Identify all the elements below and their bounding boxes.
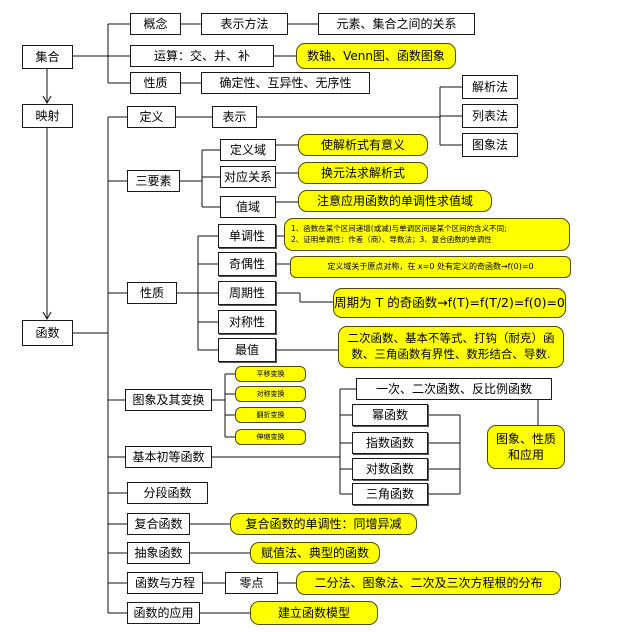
node-tuxiang-bianhuan: 图象及其变换	[125, 389, 212, 411]
node-fangcheng: 函数与方程	[127, 572, 203, 594]
node-xingzhi-fn: 性质	[127, 282, 177, 304]
note-tuxiang-xingzhi: 图象、性质 和应用	[487, 425, 565, 469]
node-duiying: 对应关系	[220, 166, 276, 188]
note-yunsuan-tool: 数轴、Venn图、函数图象	[296, 43, 456, 69]
note-dingyiyu: 使解析式有意义	[298, 134, 428, 156]
node-zhiyu: 值域	[220, 196, 276, 218]
node-yingshe: 映射	[22, 104, 73, 128]
note-zuizhi-line-2: 数、三角函数有界性、数形结合、导数.	[351, 347, 551, 361]
note-pingyi: 平移变换	[235, 366, 306, 382]
node-jiben-chudeng: 基本初等函数	[125, 446, 212, 468]
note-fanzhe: 翻折变换	[235, 407, 306, 423]
node-lingdian: 零点	[225, 572, 278, 594]
node-yingyong: 函数的应用	[127, 602, 200, 624]
note-duichen-bh: 对称变换	[235, 386, 306, 402]
node-fuhe: 复合函数	[127, 513, 190, 535]
note-dandiao: 1、函数在某个区间递增(或减)与单调区间是某个区间的含义不同; 2、证明单调性：…	[284, 218, 570, 251]
node-dingyi: 定义	[127, 106, 176, 128]
node-liebiaofa: 列表法	[462, 104, 518, 128]
node-jihe: 集合	[22, 45, 73, 69]
node-dandiao: 单调性	[218, 224, 276, 248]
node-biaoshi: 表示	[212, 106, 257, 128]
node-zhishu: 指数函数	[352, 432, 428, 454]
note-tuxiang-xingzhi-line-1: 图象、性质	[495, 431, 556, 446]
note-yingyong: 建立函数模型	[250, 601, 378, 625]
note-zhouqi: 周期为 T 的奇函数→f(T)=f(T/2)=f(0)=0	[333, 288, 566, 318]
note-shensuo: 伸缩变换	[235, 429, 306, 445]
node-biaoshifangfa: 表示方法	[201, 13, 288, 35]
node-yuansu-guanxi: 元素、集合之间的关系	[318, 13, 475, 35]
node-duichen: 对称性	[218, 310, 276, 334]
node-yici-erci: 一次、二次函数、反比例函数	[356, 378, 552, 400]
node-mi: 幂函数	[352, 404, 428, 426]
node-hanshu: 函数	[22, 320, 73, 346]
note-fuhe: 复合函数的单调性：同增异减	[230, 513, 417, 535]
node-zhouqi: 周期性	[218, 281, 276, 305]
node-yunsuan: 运算：交、并、补	[130, 45, 274, 67]
note-zuizhi-line-1: 二次函数、基本不等式、打钩（耐克）函	[347, 331, 555, 346]
node-dingyiyu: 定义域	[220, 139, 276, 161]
node-jiexifa: 解析法	[462, 75, 518, 99]
node-jiou: 奇偶性	[218, 252, 276, 276]
note-chouxiang: 赋值法、典型的函数	[250, 542, 380, 564]
note-lingdian: 二分法、图象法、二次及三次方程根的分布	[296, 571, 561, 595]
node-gainian: 概念	[130, 13, 181, 35]
note-duiying: 换元法求解析式	[298, 162, 428, 184]
note-dandiao-line-2: 2、证明单调性：作差（商）、导数法；3、复合函数的单调性	[291, 234, 492, 244]
node-sanyaosu: 三要素	[127, 170, 180, 192]
note-zhiyu: 注意应用函数的单调性求值域	[298, 190, 492, 212]
note-tuxiang-xingzhi-line-2: 和应用	[507, 448, 544, 462]
node-xingzhi-set-detail: 确定性、互异性、无序性	[201, 72, 370, 94]
node-fenduan: 分段函数	[127, 482, 208, 504]
note-jiou: 定义域关于原点对称，在 x=0 处有定义的奇函数→f(0)=0	[290, 256, 571, 278]
note-zuizhi: 二次函数、基本不等式、打钩（耐克）函 数、三角函数有界性、数形结合、导数.	[338, 326, 564, 368]
node-zuizhi: 最值	[218, 338, 276, 362]
note-dandiao-line-1: 1、函数在某个区间递增(或减)与单调区间是某个区间的含义不同;	[291, 224, 507, 234]
node-duishu: 对数函数	[352, 458, 428, 480]
node-sanjiao: 三角函数	[352, 483, 428, 505]
node-chouxiang: 抽象函数	[127, 542, 190, 564]
node-tuxiangfa: 图象法	[462, 133, 518, 157]
node-xingzhi-set: 性质	[130, 72, 181, 94]
